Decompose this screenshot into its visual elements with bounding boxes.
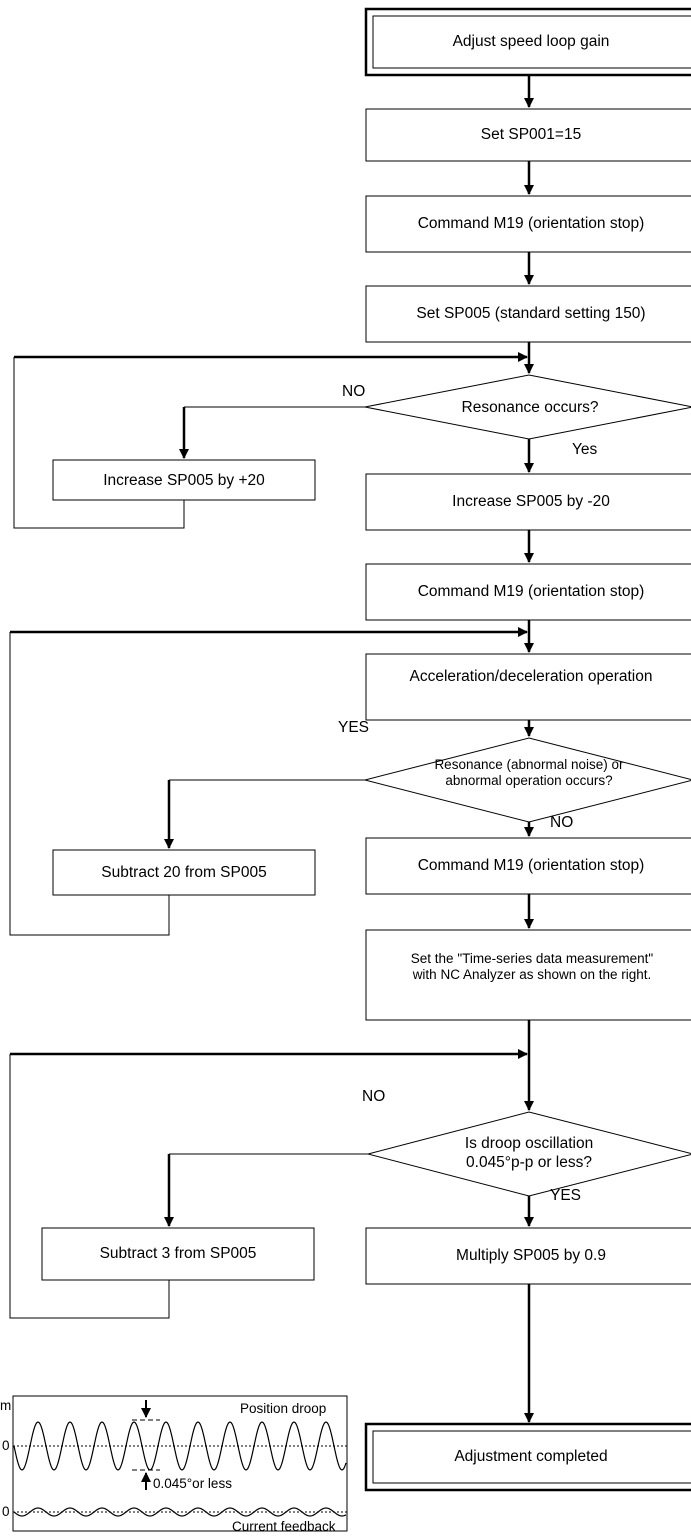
sub20-label: Subtract 20 from SP005 <box>101 864 267 881</box>
d2-no-label: NO <box>550 814 574 831</box>
box-sub20 <box>52 849 316 896</box>
box-cmd-m19-3 <box>365 837 691 895</box>
box-cmd-m19-2 <box>365 563 691 621</box>
box-set-sp005 <box>365 285 691 343</box>
d1-no-label: NO <box>342 383 366 400</box>
sub3-label: Subtract 3 from SP005 <box>99 1245 257 1262</box>
set-sp005-label: Set SP005 (standard setting 150) <box>416 305 646 322</box>
d3-yes-label: YES <box>550 1187 582 1204</box>
decision-resonance <box>364 374 691 440</box>
decision-abnormal <box>364 737 691 823</box>
waveform-position-label: Position droop <box>240 1401 327 1416</box>
set-timeseries-label: Set the "Time-series data measurement" w… <box>410 951 654 982</box>
box-mult09 <box>365 1227 691 1285</box>
set-sp001-label: Set SP001=15 <box>480 126 582 143</box>
box-accel-decel <box>365 653 691 721</box>
waveform-zero-2: 0 <box>2 1504 10 1519</box>
d3-text: Is droop oscillation 0.045°p-p or less? <box>464 1135 594 1171</box>
cmd-m19-3-label: Command M19 (orientation stop) <box>417 857 645 874</box>
d3-no-label: NO <box>362 1088 386 1105</box>
decision-droop <box>366 1111 691 1197</box>
box-inc-plus20 <box>52 459 316 501</box>
start-label: Adjust speed loop gain <box>452 33 610 50</box>
box-cmd-m19-1 <box>365 195 691 253</box>
cmd-m19-1-label: Command M19 (orientation stop) <box>417 215 645 232</box>
mult09-label: Multiply SP005 by 0.9 <box>456 1247 606 1264</box>
accel-decel-label: Acceleration/deceleration operation <box>409 668 653 685</box>
inc-plus20-label: Increase SP005 by +20 <box>103 472 265 489</box>
end-label: Adjustment completed <box>454 1448 608 1465</box>
d1-text: Resonance occurs? <box>461 399 599 416</box>
inc-minus20-label: Increase SP005 by -20 <box>452 493 610 510</box>
cmd-m19-2-label: Command M19 (orientation stop) <box>417 583 645 600</box>
box-sub3 <box>41 1227 315 1281</box>
d1-yes-label: Yes <box>572 441 598 458</box>
box-inc-minus20 <box>365 473 691 531</box>
waveform-zero-1: 0 <box>2 1438 10 1453</box>
d2-text: Resonance (abnormal noise) or abnormal o… <box>434 757 624 788</box>
d2-yes-label: YES <box>338 719 370 736</box>
box-set-sp001 <box>365 108 691 162</box>
start-terminal <box>364 7 691 77</box>
waveform-axis-fragment: m <box>0 1398 12 1413</box>
box-set-timeseries <box>365 929 691 1021</box>
waveform-current-label: Current feedback <box>232 1519 336 1534</box>
waveform-panel <box>12 1395 348 1532</box>
end-terminal <box>364 1422 691 1492</box>
waveform-amplitude-label: 0.045°or less <box>153 1476 232 1491</box>
